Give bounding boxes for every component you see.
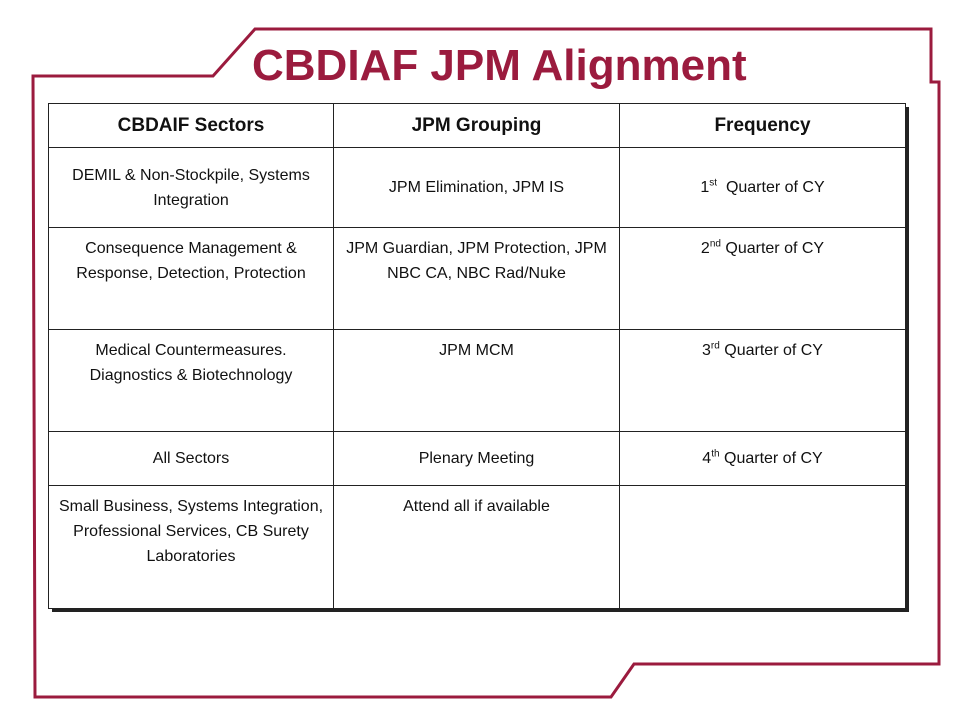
cell-sectors: Medical Countermeasures. Diagnostics & B… <box>48 329 334 432</box>
freq-number: 3 <box>702 342 711 359</box>
freq-number: 4 <box>702 450 712 467</box>
cell-grouping: Plenary Meeting <box>333 431 620 486</box>
cell-frequency: 2nd Quarter of CY <box>619 227 906 330</box>
cell-sectors: All Sectors <box>48 431 334 486</box>
cell-sectors: DEMIL & Non-Stockpile, Systems Integrati… <box>48 147 334 228</box>
alignment-table-container: CBDAIF Sectors JPM Grouping Frequency DE… <box>48 103 909 612</box>
cell-grouping: JPM Guardian, JPM Protection, JPM NBC CA… <box>333 227 620 330</box>
freq-ordinal-suffix: th <box>711 448 720 460</box>
table-row: Consequence Management & Response, Detec… <box>48 227 906 330</box>
table-row: DEMIL & Non-Stockpile, Systems Integrati… <box>48 147 906 228</box>
table-row: All Sectors Plenary Meeting 4th Quarter … <box>48 431 906 486</box>
header-grouping: JPM Grouping <box>333 103 620 148</box>
alignment-table: CBDAIF Sectors JPM Grouping Frequency DE… <box>48 103 906 609</box>
frame-outline <box>31 27 941 699</box>
freq-text: Quarter of CY <box>720 240 825 257</box>
freq-number: 2 <box>700 240 710 257</box>
freq-ordinal-suffix: st <box>709 177 718 189</box>
cell-frequency: 3rd Quarter of CY <box>619 329 906 432</box>
cell-sectors: Consequence Management & Response, Detec… <box>48 227 334 330</box>
cell-grouping: Attend all if available <box>333 485 620 609</box>
cell-frequency: 1st Quarter of CY <box>619 147 906 228</box>
table-header-row: CBDAIF Sectors JPM Grouping Frequency <box>48 103 906 148</box>
table-row: Medical Countermeasures. Diagnostics & B… <box>48 329 906 432</box>
header-sectors: CBDAIF Sectors <box>48 103 334 148</box>
cell-frequency <box>619 485 906 609</box>
cell-frequency: 4th Quarter of CY <box>619 431 906 486</box>
header-frequency: Frequency <box>619 103 906 148</box>
freq-number: 1 <box>700 179 710 196</box>
freq-text: Quarter of CY <box>719 450 823 467</box>
cell-grouping: JPM Elimination, JPM IS <box>333 147 620 228</box>
freq-ordinal-suffix: rd <box>710 340 720 352</box>
table-row: Small Business, Systems Integration, Pro… <box>48 485 906 609</box>
freq-text: Quarter of CY <box>717 179 825 196</box>
freq-ordinal-suffix: nd <box>709 238 721 250</box>
cell-sectors: Small Business, Systems Integration, Pro… <box>48 485 334 609</box>
freq-text: Quarter of CY <box>719 342 823 359</box>
page-title: CBDIAF JPM Alignment <box>252 41 747 90</box>
cell-grouping: JPM MCM <box>333 329 620 432</box>
